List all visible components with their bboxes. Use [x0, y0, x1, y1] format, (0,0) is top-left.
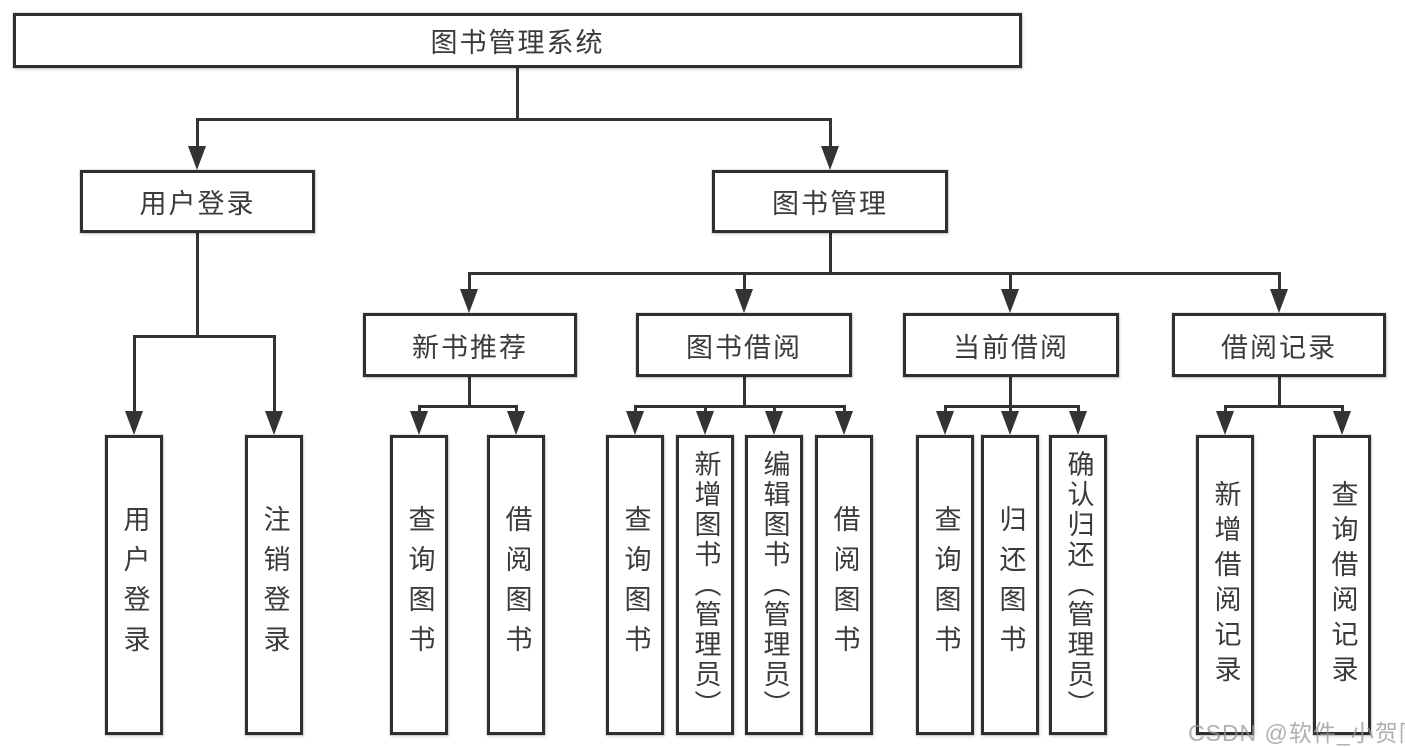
- node-user-login: 用户登录: [80, 170, 315, 233]
- leaf-query-borrow-record: 查询借阅记录: [1313, 435, 1371, 735]
- node-book-management: 图书管理: [712, 170, 948, 233]
- connector-line: [515, 405, 518, 413]
- arrow-down-icon: [125, 411, 143, 435]
- csdn-watermark: CSDN @软件_小贺同学: [1188, 720, 1405, 746]
- connector-line: [273, 335, 276, 413]
- arrow-down-icon: [188, 146, 206, 170]
- node-library-management-system: 图书管理系统: [13, 13, 1022, 68]
- arrow-down-icon: [460, 289, 478, 313]
- connector-line: [743, 377, 746, 407]
- connector-line: [1224, 405, 1227, 413]
- connector-line: [944, 405, 1080, 408]
- arrow-down-icon: [1216, 411, 1234, 435]
- connector-line: [1009, 272, 1012, 291]
- connector-line: [829, 118, 832, 148]
- arrow-down-icon: [1001, 289, 1019, 313]
- arrow-down-icon: [626, 411, 644, 435]
- arrow-down-icon: [765, 411, 783, 435]
- leaf-add-books-admin: 新增图书（管理员）: [676, 435, 734, 735]
- arrow-down-icon: [410, 411, 428, 435]
- connector-line: [133, 335, 136, 413]
- connector-line: [634, 405, 846, 408]
- arrow-down-icon: [507, 411, 525, 435]
- leaf-borrow-books: 借阅图书: [815, 435, 873, 735]
- arrow-down-icon: [1270, 289, 1288, 313]
- leaf-query-books-borrowing: 查询图书: [606, 435, 664, 735]
- leaf-borrow-books-recommend: 借阅图书: [487, 435, 545, 735]
- leaf-user-login: 用户登录: [105, 435, 163, 735]
- arrow-down-icon: [696, 411, 714, 435]
- arrow-down-icon: [1333, 411, 1351, 435]
- node-book-borrowing: 图书借阅: [636, 313, 852, 377]
- connector-line: [516, 68, 519, 120]
- leaf-query-books-current: 查询图书: [916, 435, 974, 735]
- connector-line: [1278, 377, 1281, 407]
- connector-line: [468, 272, 1280, 275]
- leaf-query-books-recommend: 查询图书: [390, 435, 448, 735]
- connector-line: [1009, 405, 1012, 413]
- node-current-borrowing: 当前借阅: [903, 313, 1119, 377]
- connector-line: [704, 405, 707, 413]
- connector-line: [829, 233, 832, 274]
- connector-line: [1341, 405, 1344, 413]
- arrow-down-icon: [265, 411, 283, 435]
- node-borrow-records: 借阅记录: [1172, 313, 1386, 377]
- leaf-confirm-return-admin: 确认归还（管理员）: [1049, 435, 1107, 735]
- connector-line: [843, 405, 846, 413]
- leaf-logout: 注销登录: [245, 435, 303, 735]
- connector-line: [1278, 272, 1281, 291]
- leaf-return-books: 归还图书: [981, 435, 1039, 735]
- arrow-down-icon: [735, 289, 753, 313]
- connector-line: [196, 233, 199, 337]
- arrow-down-icon: [936, 411, 954, 435]
- arrow-down-icon: [1001, 411, 1019, 435]
- connector-line: [418, 405, 518, 408]
- connector-line: [196, 118, 832, 121]
- arrow-down-icon: [835, 411, 853, 435]
- node-new-book-recommendation: 新书推荐: [363, 313, 577, 377]
- connector-line: [196, 118, 199, 148]
- connector-line: [743, 272, 746, 291]
- arrow-down-icon: [821, 146, 839, 170]
- connector-line: [468, 272, 471, 291]
- connector-line: [418, 405, 421, 413]
- connector-line: [1224, 405, 1344, 408]
- connector-line: [944, 405, 947, 413]
- leaf-add-borrow-record: 新增借阅记录: [1196, 435, 1254, 735]
- arrow-down-icon: [1069, 411, 1087, 435]
- connector-line: [468, 377, 471, 407]
- connector-line: [1009, 377, 1012, 407]
- leaf-edit-books-admin: 编辑图书（管理员）: [745, 435, 803, 735]
- connector-line: [133, 335, 276, 338]
- connector-line: [634, 405, 637, 413]
- connector-line: [1077, 405, 1080, 413]
- connector-line: [773, 405, 776, 413]
